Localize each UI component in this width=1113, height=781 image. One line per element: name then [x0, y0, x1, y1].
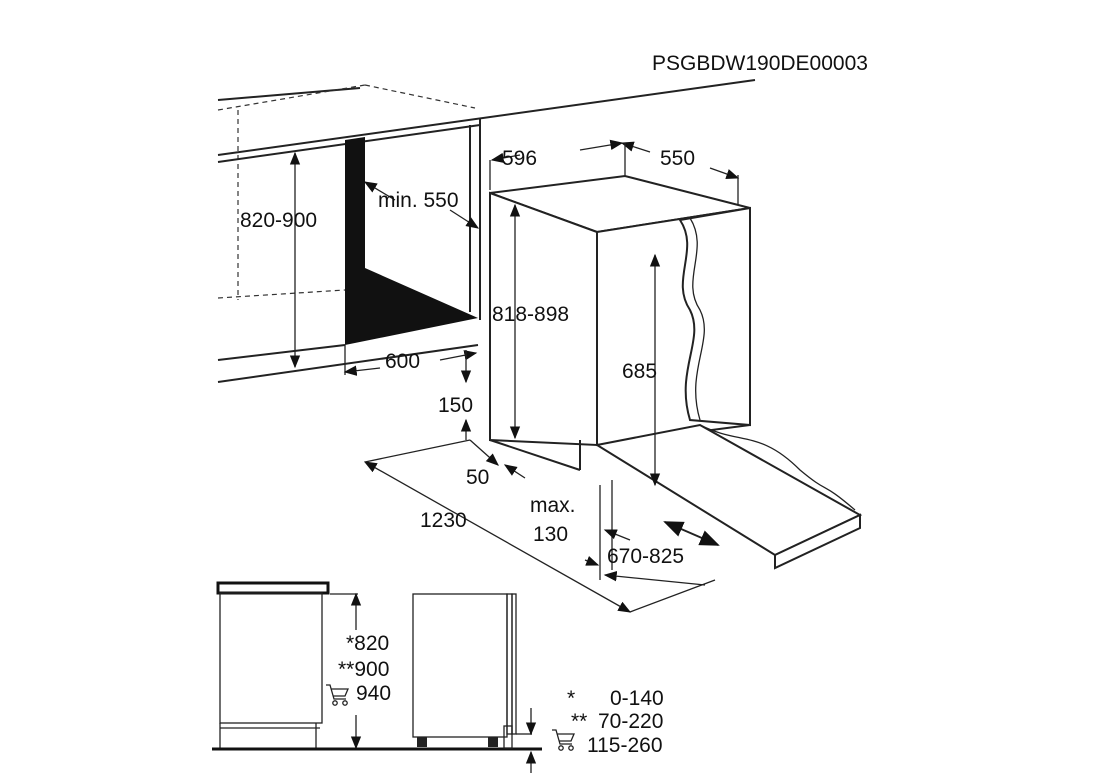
legend-height-cart: 940	[356, 682, 391, 705]
label-max: max.	[530, 494, 576, 517]
shopping-cart-icon	[552, 729, 575, 751]
side-elevation-dishwasher	[412, 593, 537, 773]
label-130: 130	[533, 523, 568, 546]
niche-shadow	[345, 137, 478, 345]
label-min-550: min. 550	[378, 189, 459, 212]
shopping-cart-icon	[326, 684, 349, 706]
label-width-596: 596	[502, 147, 537, 170]
model-code: PSGBDW190DE00003	[652, 52, 868, 75]
legend-height-double-star: **900	[338, 658, 389, 681]
legend-plinth-cart-value: 115-260	[587, 734, 663, 757]
legend-plinth-star-mark: *	[567, 687, 575, 710]
label-670-825: 670-825	[607, 545, 684, 568]
label-1230: 1230	[420, 509, 467, 532]
label-depth-550: 550	[660, 147, 695, 170]
side-elevation-cabinet	[212, 581, 542, 751]
legend-plinth-star-value: 0-140	[610, 687, 664, 710]
label-height-820-900: 820-900	[240, 209, 317, 232]
legend-plinth-double-star-mark: **	[571, 710, 587, 733]
label-150: 150	[438, 394, 473, 417]
legend-plinth-double-star-value: 70-220	[598, 710, 663, 733]
kitchen-niche	[217, 79, 756, 383]
label-width-600: 600	[385, 350, 420, 373]
label-height-818-898: 818-898	[492, 303, 569, 326]
label-685: 685	[622, 360, 657, 383]
legend-height-star: *820	[346, 632, 389, 655]
dimension-lines	[289, 139, 740, 613]
label-50: 50	[466, 466, 489, 489]
